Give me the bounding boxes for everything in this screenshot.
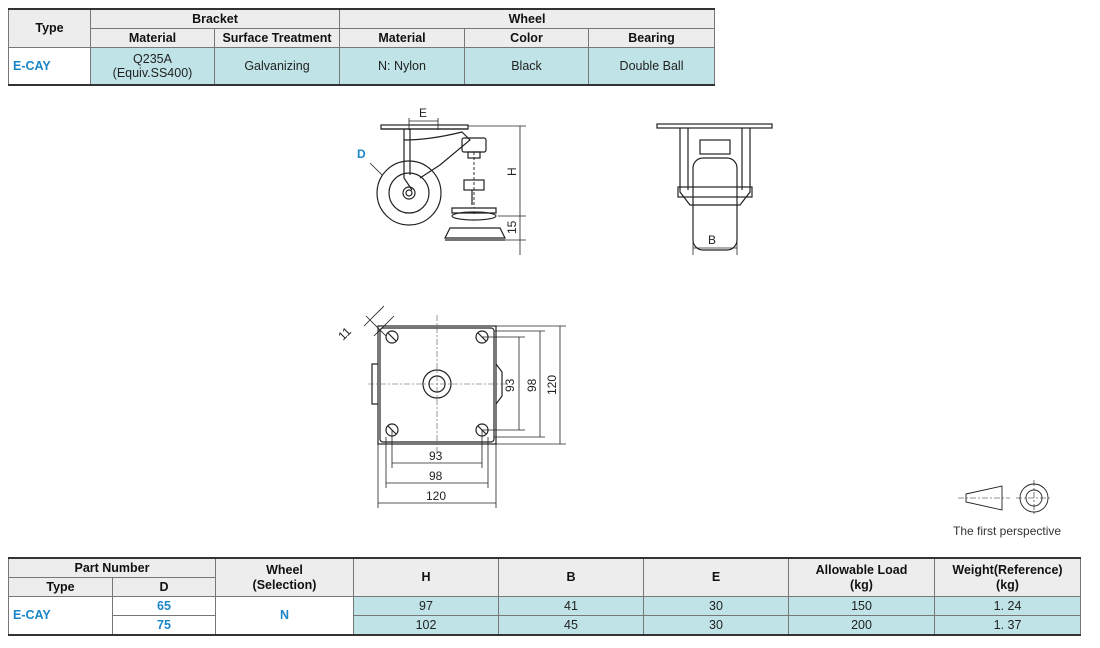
allowable-load-header: Allowable Load (kg) xyxy=(788,557,935,597)
bearing-header: Bearing xyxy=(587,28,716,48)
table-row: E-CAY 65 N 97 41 30 150 1. 24 xyxy=(8,596,1081,636)
load-header-line1: Allowable Load xyxy=(815,563,908,578)
dim-98-vertical: 98 xyxy=(525,378,539,392)
wheel-selection-header: Wheel (Selection) xyxy=(215,557,354,597)
surface-value: Galvanizing xyxy=(214,47,340,86)
h-value: 102 xyxy=(353,615,499,636)
bracket-header: Bracket xyxy=(90,8,340,29)
e-value: 30 xyxy=(643,596,789,616)
first-angle-symbol xyxy=(958,480,1052,516)
wheel-material-header: Material xyxy=(339,28,465,48)
weight-header-line2: (kg) xyxy=(996,577,1019,592)
wheel-material-value: N: Nylon xyxy=(339,47,465,86)
weight-value: 1. 24 xyxy=(934,596,1081,616)
top-view xyxy=(363,305,566,508)
dim-120-horizontal: 120 xyxy=(426,489,446,503)
wheel-value: N xyxy=(215,596,354,636)
b-value: 41 xyxy=(498,596,644,616)
load-value: 200 xyxy=(788,615,935,636)
material-line2: (Equiv.SS400) xyxy=(112,66,193,80)
dimension-table: Part Number Wheel (Selection) H B E Allo… xyxy=(8,557,1081,636)
material-value: Q235A (Equiv.SS400) xyxy=(90,47,215,86)
b-value: 45 xyxy=(498,615,644,636)
label-11: 11 xyxy=(335,324,354,343)
surface-treatment-header: Surface Treatment xyxy=(214,28,340,48)
color-value: Black xyxy=(464,47,589,86)
load-header-line2: (kg) xyxy=(850,577,873,592)
e-header: E xyxy=(643,557,789,597)
front-view xyxy=(656,123,773,255)
h-header: H xyxy=(353,557,499,597)
label-d: D xyxy=(357,147,366,161)
e-value: 30 xyxy=(643,615,789,636)
d-header: D xyxy=(112,577,216,597)
dim-120-vertical: 120 xyxy=(545,375,559,395)
spec-table: Type Bracket Wheel Material Surface Trea… xyxy=(8,8,716,86)
type-header: Type xyxy=(8,8,91,48)
weight-header: Weight(Reference) (kg) xyxy=(934,557,1081,597)
label-15: 15 xyxy=(505,220,519,234)
part-number-header: Part Number xyxy=(8,557,216,578)
wheel-header-line2: (Selection) xyxy=(252,577,317,592)
material-header: Material xyxy=(90,28,215,48)
type-value: E-CAY xyxy=(8,47,91,86)
weight-value: 1. 37 xyxy=(934,615,1081,636)
type-value: E-CAY xyxy=(8,596,113,636)
weight-header-line1: Weight(Reference) xyxy=(952,563,1063,578)
perspective-caption: The first perspective xyxy=(953,524,1062,538)
b-header: B xyxy=(498,557,644,597)
dim-93-vertical: 93 xyxy=(503,378,517,392)
material-line1: Q235A xyxy=(133,51,172,66)
type-sub-header: Type xyxy=(8,577,113,597)
label-h: H xyxy=(505,167,519,176)
table-row: 75 102 45 30 200 1. 37 xyxy=(9,615,1081,636)
label-b: B xyxy=(708,233,716,247)
h-value: 97 xyxy=(353,596,499,616)
d-value: 65 xyxy=(112,596,216,616)
d-value: 75 xyxy=(112,615,216,636)
wheel-header-line1: Wheel xyxy=(266,563,303,578)
side-view xyxy=(369,118,526,255)
bearing-value: Double Ball xyxy=(587,47,716,86)
dim-98-horizontal: 98 xyxy=(429,469,443,483)
load-value: 150 xyxy=(788,596,935,616)
label-e: E xyxy=(419,106,427,120)
color-header: Color xyxy=(464,28,589,48)
wheel-header: Wheel xyxy=(338,8,716,29)
dim-93-horizontal: 93 xyxy=(429,449,443,463)
